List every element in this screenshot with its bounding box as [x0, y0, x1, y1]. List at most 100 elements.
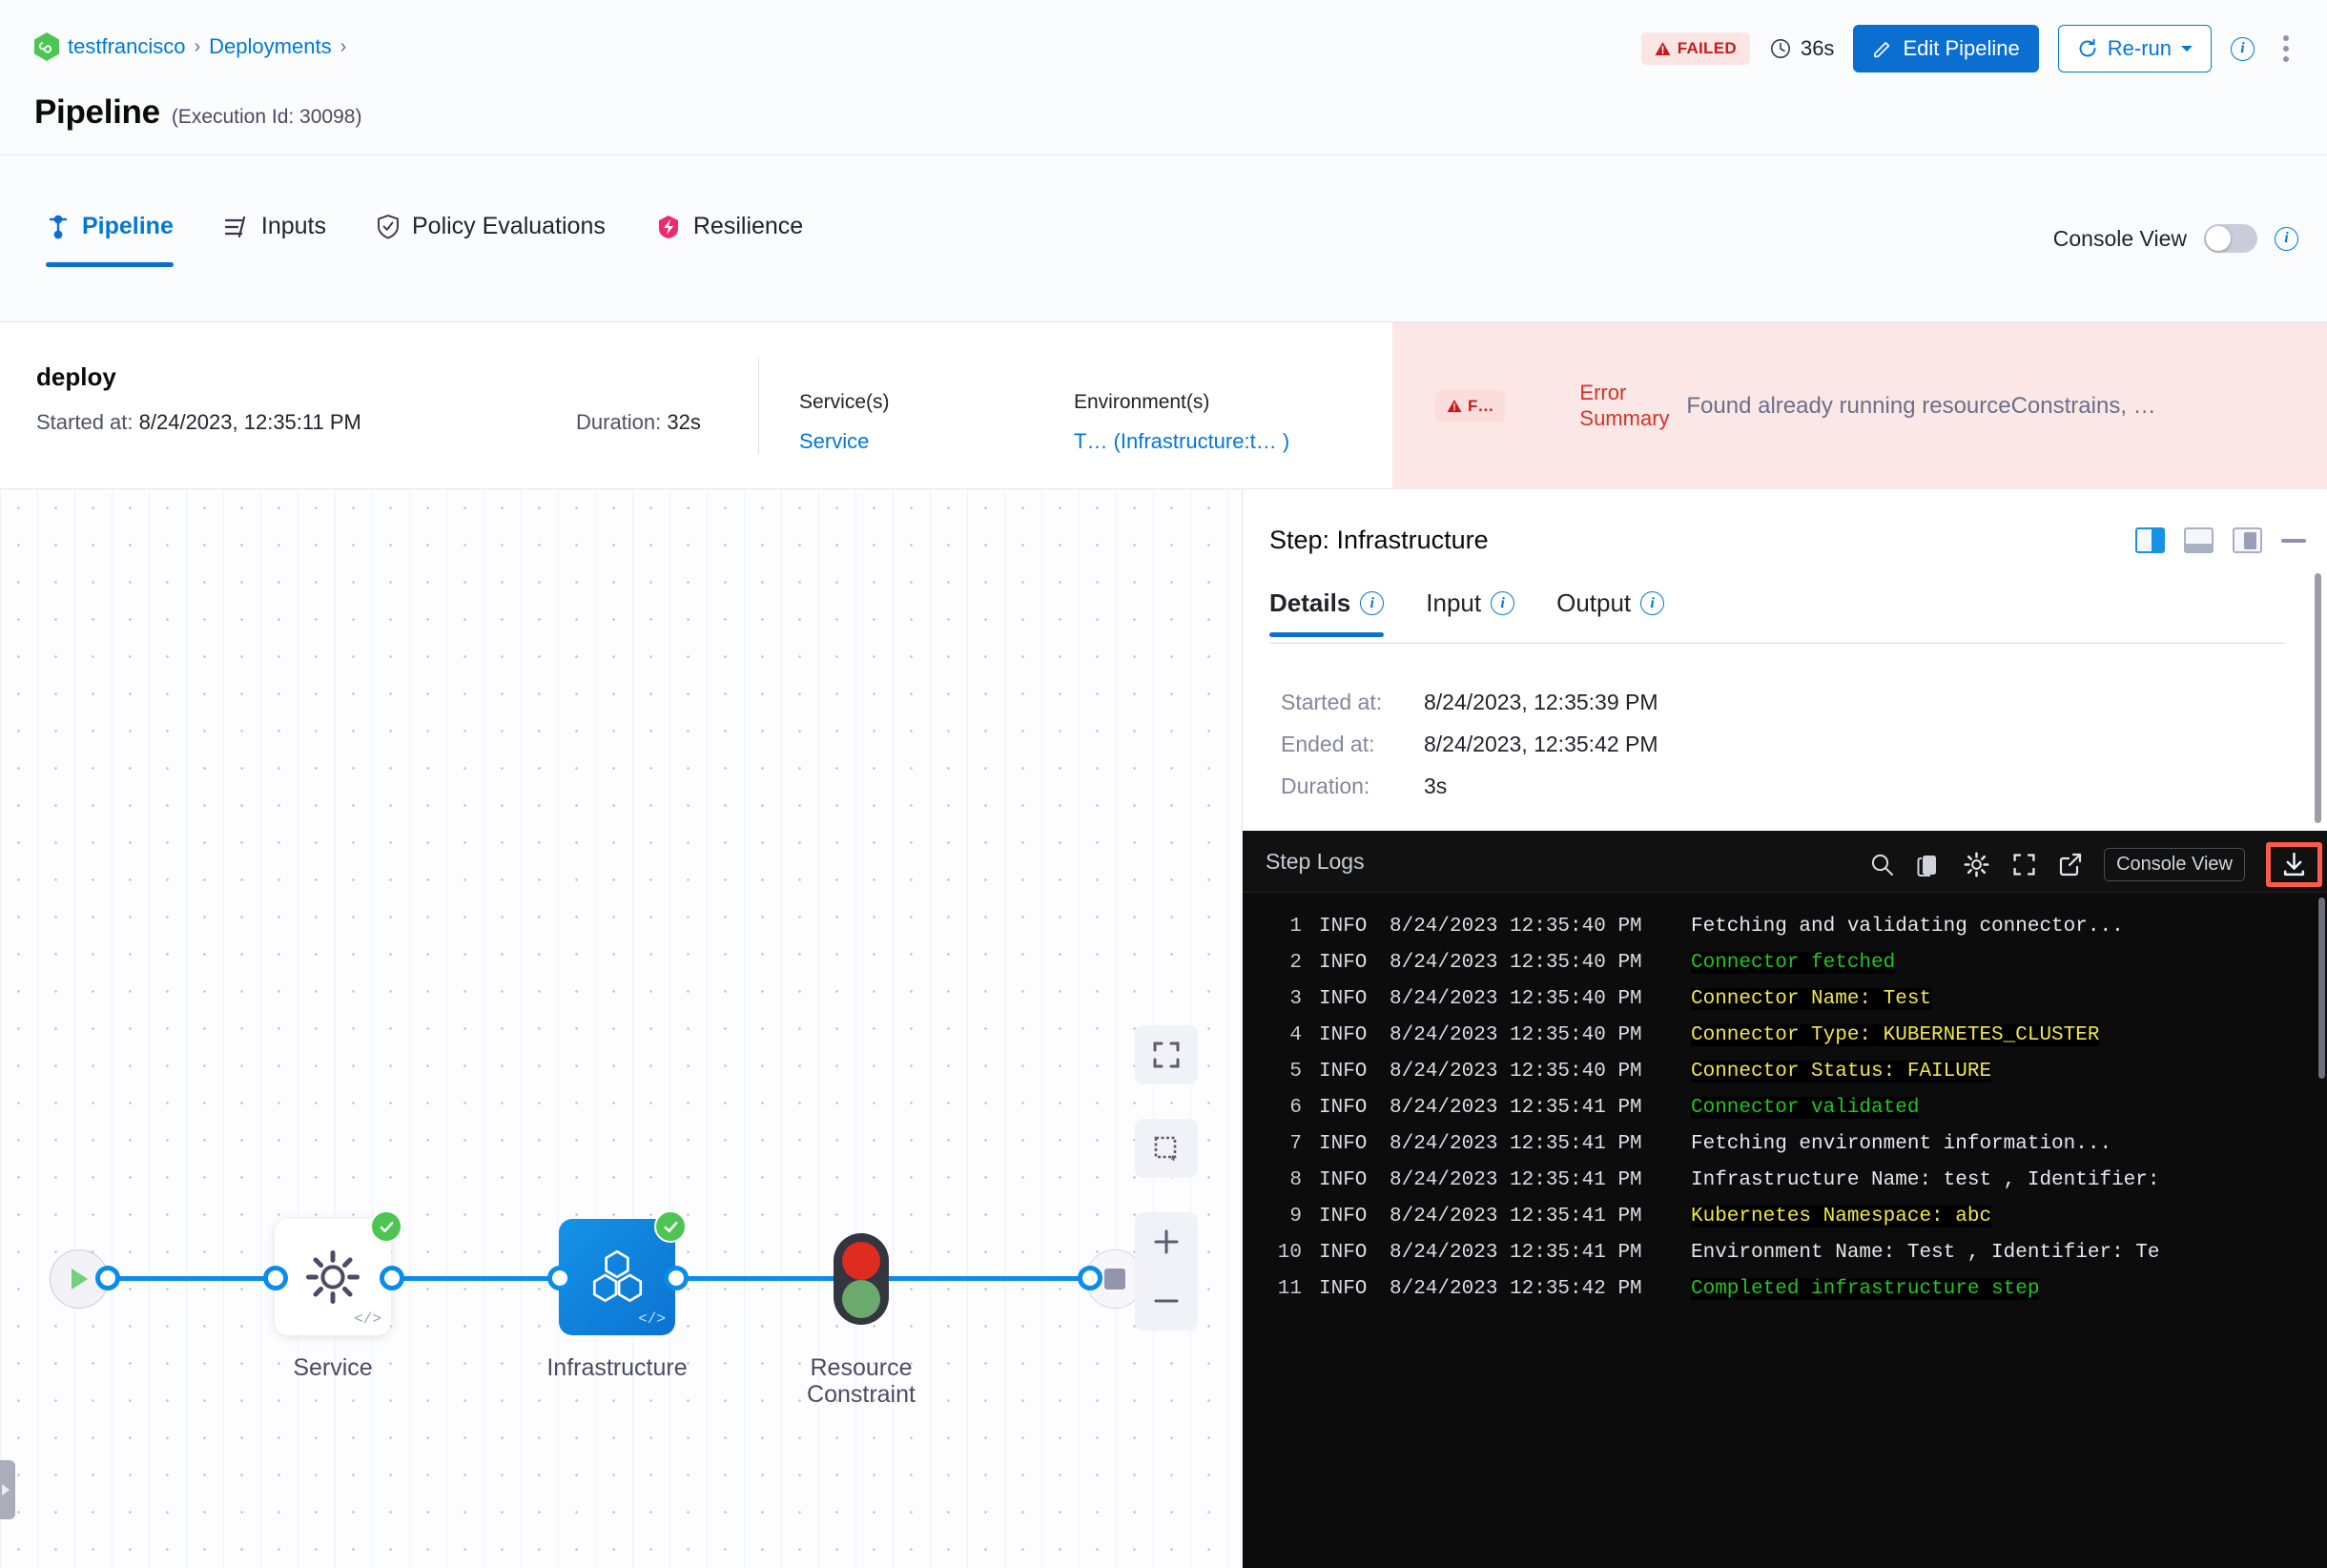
stage-services-value[interactable]: Service — [799, 429, 870, 453]
layout-float-button[interactable] — [2233, 527, 2262, 553]
zoom-out-button[interactable] — [1135, 1271, 1198, 1331]
pipeline-canvas[interactable]: </> Service </> Infrastructure Resource … — [0, 489, 1242, 1568]
re-run-label: Re-run — [2107, 36, 2172, 60]
port-infrastructure-out[interactable] — [664, 1266, 689, 1290]
log-message: Connector Status: FAILURE — [1691, 1060, 1992, 1083]
fit-to-screen-hit[interactable] — [1135, 1025, 1198, 1084]
minimize-button[interactable] — [2281, 538, 2306, 543]
stage-services-column: Service(s) Service — [799, 391, 890, 454]
select-area-hit[interactable] — [1135, 1119, 1198, 1178]
fit-to-screen-button[interactable] — [1135, 1025, 1198, 1084]
console-view-toggle-group: Console View i — [2053, 224, 2298, 253]
log-level: INFO — [1319, 987, 1368, 1010]
pencil-icon — [1874, 42, 1890, 58]
top-header-bar: testfrancisco › Deployments › Pipeline (… — [0, 0, 2327, 198]
port-service-in[interactable] — [263, 1266, 288, 1290]
details-info-icon[interactable]: i — [1360, 591, 1385, 615]
infrastructure-node[interactable]: </> — [559, 1219, 675, 1335]
port-service-out[interactable] — [380, 1266, 404, 1290]
breadcrumb-item-0[interactable]: testfrancisco — [68, 34, 186, 58]
stop-icon — [1104, 1269, 1125, 1289]
input-info-icon[interactable]: i — [1491, 591, 1515, 615]
tab-pipeline[interactable]: Pipeline — [46, 213, 174, 267]
detail-ended-label: Ended at: — [1281, 732, 1375, 756]
log-message: Infrastructure Name: test , Identifier: — [1691, 1168, 2160, 1191]
logs-console-view-button[interactable]: Console View — [2104, 848, 2245, 881]
tab-inputs-label: Inputs — [260, 213, 326, 239]
stage-environments-value[interactable]: T… (Infrastructure:t… ) — [1074, 429, 1290, 453]
left-drawer-expand-handle[interactable] — [0, 1460, 15, 1519]
detail-row-ended: Ended at: 8/24/2023, 12:35:42 PM — [1281, 732, 1658, 757]
console-view-switch[interactable] — [2204, 224, 2257, 253]
stage-divider — [758, 359, 759, 454]
log-line-number: 2 — [1289, 951, 1302, 974]
tab-output[interactable]: Output i — [1556, 588, 1665, 637]
infrastructure-node-success-badge — [654, 1210, 687, 1243]
log-timestamp: 8/24/2023 12:35:40 PM — [1390, 1060, 1642, 1083]
error-status-chip: F… — [1435, 389, 1506, 423]
detail-row-started: Started at: 8/24/2023, 12:35:39 PM — [1281, 690, 1658, 715]
copy-logs-button[interactable] — [1916, 852, 1942, 878]
search-logs-button[interactable] — [1869, 852, 1895, 877]
page-title-row: Pipeline (Execution Id: 30098) — [34, 93, 361, 132]
more-options-button[interactable] — [2274, 30, 2298, 68]
layout-right-button[interactable] — [2135, 527, 2165, 553]
layout-bottom-button[interactable] — [2184, 527, 2214, 553]
tab-inputs[interactable]: Inputs — [223, 213, 326, 267]
tab-input[interactable]: Input i — [1426, 588, 1515, 637]
breadcrumb-item-1[interactable]: Deployments — [209, 34, 332, 58]
zoom-in-button[interactable] — [1135, 1212, 1198, 1271]
step-panel-title: Step: Infrastructure — [1269, 526, 1489, 554]
tab-details[interactable]: Details i — [1269, 588, 1385, 637]
rerun-info-icon[interactable]: i — [2231, 36, 2255, 61]
step-panel-scrollbar[interactable] — [2315, 573, 2321, 823]
step-panel-tab-underline — [1269, 643, 2285, 644]
console-view-info-icon[interactable]: i — [2275, 226, 2298, 251]
warning-triangle-icon — [1447, 399, 1462, 413]
infrastructure-node-code-icon[interactable]: </> — [638, 1310, 666, 1328]
open-external-button[interactable] — [2058, 852, 2083, 877]
step-logs-scrollbar[interactable] — [2318, 897, 2325, 1079]
minus-icon — [1154, 1299, 1179, 1303]
plus-icon — [1154, 1229, 1179, 1254]
tab-resilience[interactable]: Resilience — [655, 213, 803, 267]
service-node[interactable]: </> — [275, 1219, 391, 1335]
fullscreen-logs-button[interactable] — [2011, 852, 2037, 877]
re-run-button[interactable]: Re-run — [2057, 25, 2212, 72]
resource-constraint-node[interactable] — [834, 1233, 889, 1325]
error-summary-label-line2: Summary — [1579, 405, 1670, 430]
download-logs-button[interactable] — [2280, 851, 2308, 878]
log-settings-button[interactable] — [1963, 851, 1990, 878]
detail-row-duration: Duration: 3s — [1281, 774, 1658, 799]
breadcrumb-separator-0: › — [194, 35, 201, 57]
step-detail-panel: Step: Infrastructure Details i Input i O… — [1242, 489, 2327, 1568]
traffic-light-red — [842, 1242, 880, 1280]
step-logs-title: Step Logs — [1266, 849, 1365, 874]
edit-pipeline-button[interactable]: Edit Pipeline — [1853, 25, 2039, 72]
resource-constraint-node-label: Resource Constraint — [807, 1354, 916, 1408]
resilience-icon — [658, 215, 678, 238]
tab-policy-evaluations-label: Policy Evaluations — [411, 213, 606, 239]
port-end-in[interactable] — [1078, 1266, 1102, 1290]
tab-policy-evaluations[interactable]: Policy Evaluations — [376, 213, 606, 267]
error-status-chip-label: F… — [1468, 396, 1494, 415]
gear-icon — [305, 1249, 360, 1305]
log-level: INFO — [1319, 915, 1368, 938]
port-start-out[interactable] — [95, 1266, 120, 1290]
port-infrastructure-in[interactable] — [547, 1266, 572, 1290]
service-node-code-icon[interactable]: </> — [354, 1310, 381, 1328]
output-info-icon[interactable]: i — [1640, 591, 1665, 615]
select-area-button[interactable] — [1135, 1119, 1198, 1178]
